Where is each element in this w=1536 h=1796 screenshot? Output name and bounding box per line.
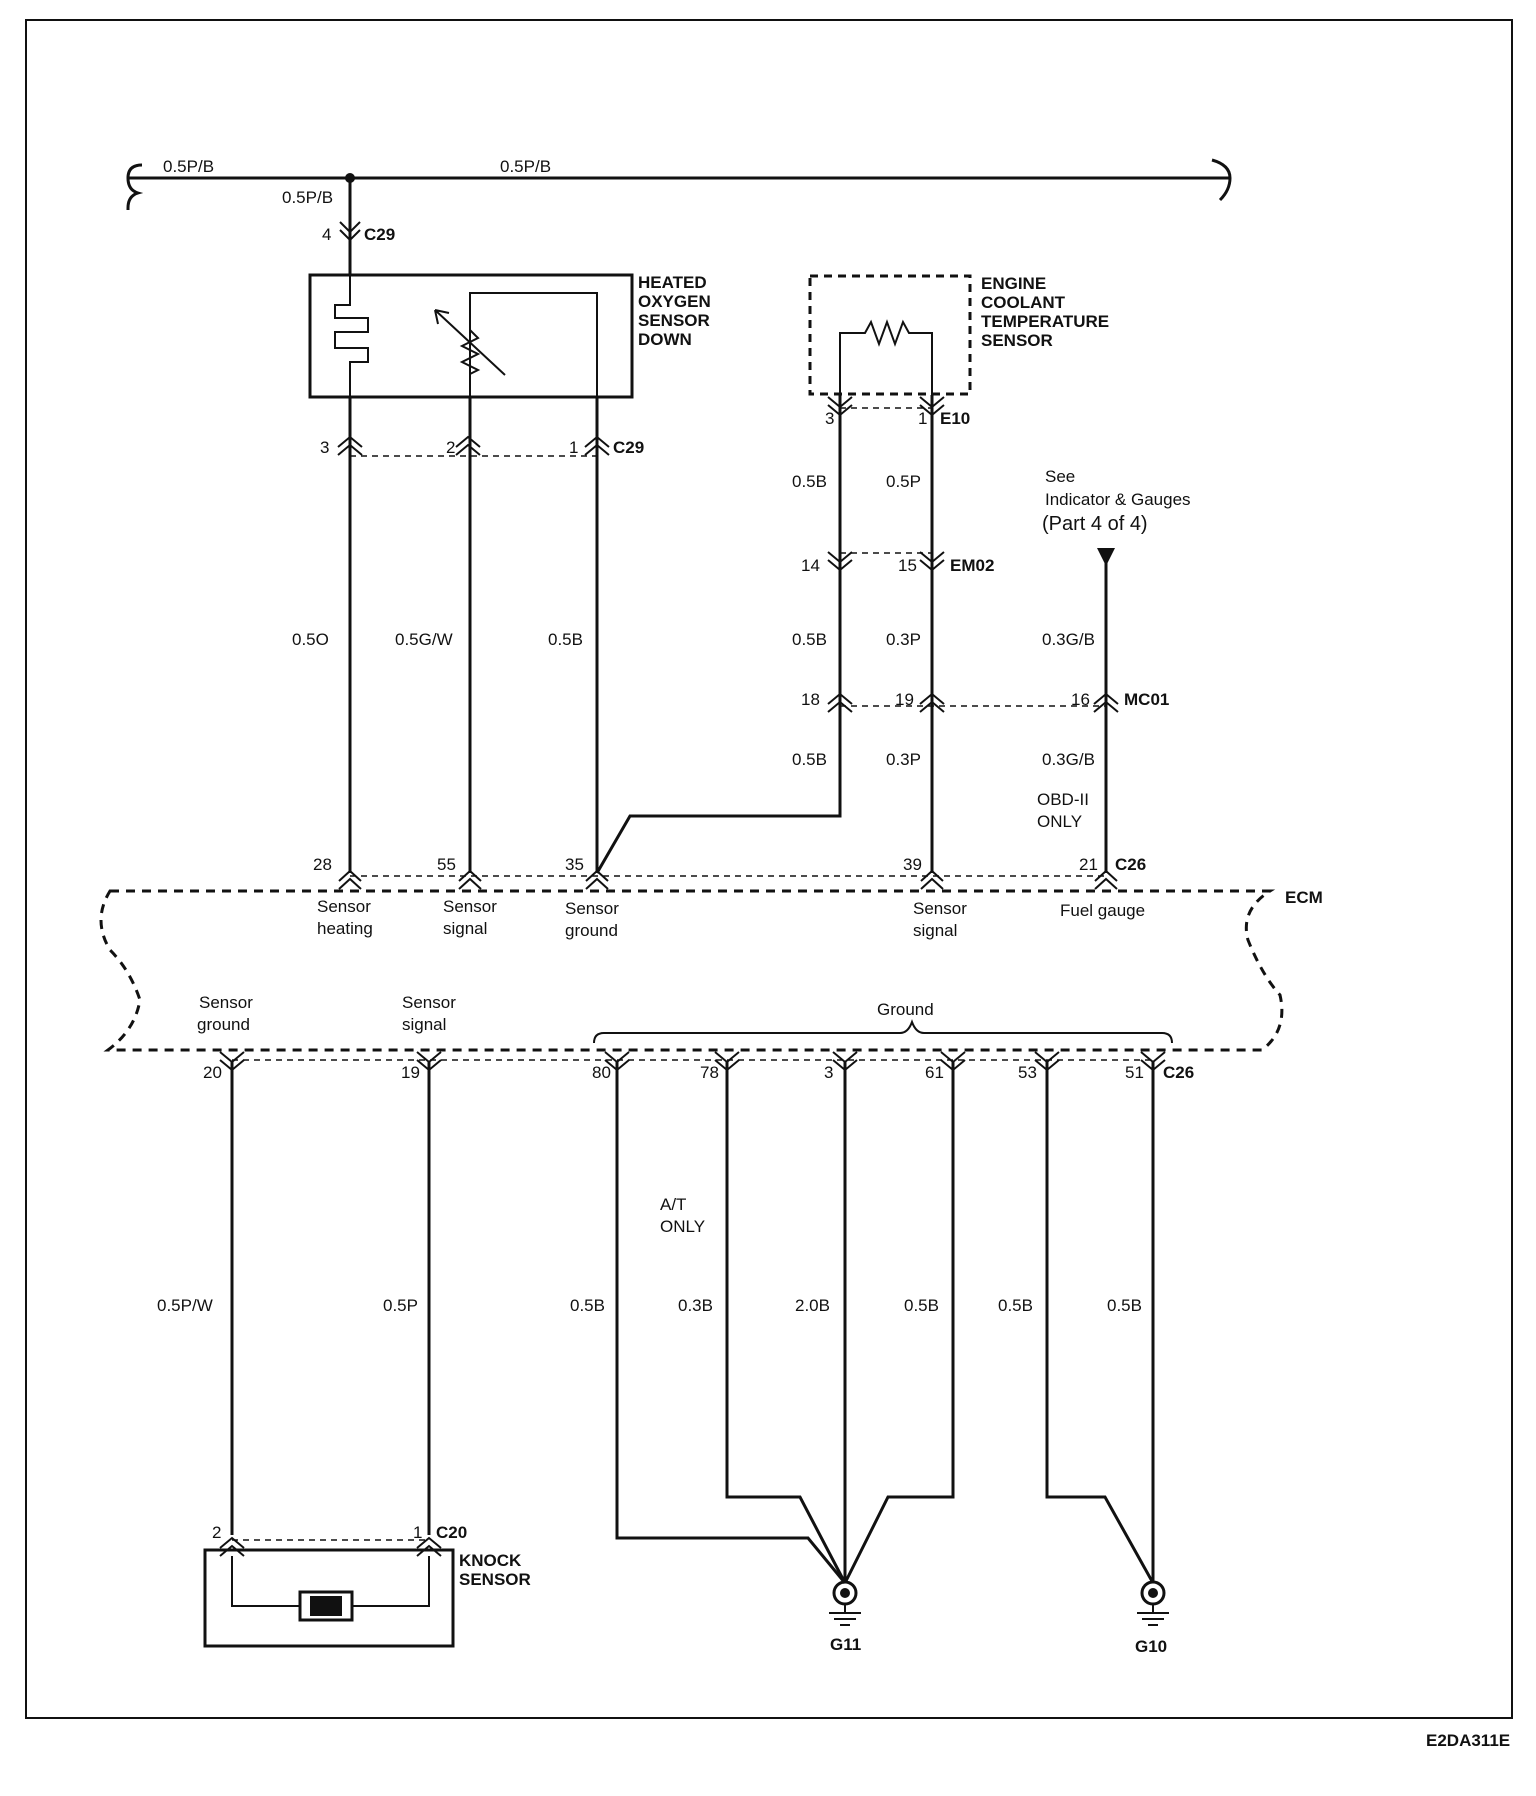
wire-label-ho2s-signal: 0.5G/W (395, 630, 453, 649)
c20-pin-1: 1 (413, 1523, 422, 1542)
wire-label-ect-sig-2: 0.3P (886, 630, 921, 649)
ecm-fn-ground: Ground (877, 1000, 934, 1019)
wire-label-g51: 0.5B (1107, 1296, 1142, 1315)
c26-pin-53: 53 (1018, 1063, 1037, 1082)
wire-label-ho2s-heat: 0.5O (292, 630, 329, 649)
wire-label-ect-sig-3: 0.3P (886, 750, 921, 769)
c29-top-pin: 4 (322, 225, 331, 244)
ground-g11-label: G11 (830, 1635, 861, 1654)
c26-top-name: C26 (1115, 855, 1146, 874)
ground-brace (593, 1019, 1173, 1044)
ect-resistor (839, 319, 933, 395)
figure-id: E2DA311E (1426, 1731, 1510, 1750)
em02-pin-14: 14 (801, 556, 820, 575)
e10-pin-1: 1 (918, 409, 927, 428)
wire-label-fuel-2: 0.3G/B (1042, 750, 1095, 769)
wire-label-fuel-1: 0.3G/B (1042, 630, 1095, 649)
ect-box (808, 274, 972, 396)
wire-ground-61 (843, 1062, 955, 1584)
wire-label-g80: 0.5B (570, 1296, 605, 1315)
wire-ground-53 (1045, 1062, 1155, 1584)
c20-name: C20 (436, 1523, 467, 1542)
em02-pin-15: 15 (898, 556, 917, 575)
wire-ground-78 (725, 1062, 847, 1584)
ref-arrow (1097, 548, 1115, 566)
c26-pin-20: 20 (203, 1063, 222, 1082)
see-ref-part: (Part 4 of 4) (1042, 513, 1148, 535)
c26-pin-28: 28 (313, 855, 332, 874)
c29-pin-1: 1 (569, 438, 578, 457)
c26-pin-55: 55 (437, 855, 456, 874)
wire-label-ect-gnd-1: 0.5B (792, 472, 827, 491)
wire-ground-80 (615, 1062, 847, 1584)
bus-label-right: 0.5P/B (500, 157, 551, 176)
variable-resistor (434, 292, 598, 397)
mc01-pin-19: 19 (895, 690, 914, 709)
wire-label-ect-gnd-3: 0.5B (792, 750, 827, 769)
mc01-pin-18: 18 (801, 690, 820, 709)
c26-pin-80: 80 (592, 1063, 611, 1082)
e10-pin-3: 3 (825, 409, 834, 428)
heater-element (334, 275, 369, 397)
c26-pin-19: 19 (401, 1063, 420, 1082)
ecm-label: ECM (1285, 888, 1323, 907)
wire-label-ect-gnd-2: 0.5B (792, 630, 827, 649)
wire-label-g53: 0.5B (998, 1296, 1033, 1315)
c26-pin-51: 51 (1125, 1063, 1144, 1082)
wire-label-g78: 0.3B (678, 1296, 713, 1315)
c26-pin-21: 21 (1079, 855, 1098, 874)
knock-sensor-box (203, 1548, 455, 1648)
bus-drop-label: 0.5P/B (282, 188, 333, 207)
ground-g11-icon (829, 1580, 861, 1626)
ground-g10-icon (1137, 1580, 1169, 1626)
e10-name: E10 (940, 409, 970, 428)
wire-label-ho2s-ground: 0.5B (548, 630, 583, 649)
wire-label-knock-gnd: 0.5P/W (157, 1296, 213, 1315)
ecm-boundary (99, 889, 1284, 1052)
c26-pin-39: 39 (903, 855, 922, 874)
c26-pin-3: 3 (824, 1063, 833, 1082)
wire-ect-ground (595, 395, 842, 874)
ecm-fn-fuel-gauge: Fuel gauge (1060, 901, 1145, 920)
wire-label-g61: 0.5B (904, 1296, 939, 1315)
c29-top-terminal (339, 221, 361, 242)
c29-top-name: C29 (364, 225, 395, 244)
bus-label-left: 0.5P/B (163, 157, 214, 176)
c20-pin-2: 2 (212, 1523, 221, 1542)
c26-pin-61: 61 (925, 1063, 944, 1082)
diagram-frame (25, 19, 1513, 1719)
c29-pin-2: 2 (446, 438, 455, 457)
c29-bottom-name: C29 (613, 438, 644, 457)
c26-pin-78: 78 (700, 1063, 719, 1082)
piezo-element (298, 1590, 354, 1622)
mc01-pin-16: 16 (1071, 690, 1090, 709)
c26-bottom-name: C26 (1163, 1063, 1194, 1082)
wire-label-g3: 2.0B (795, 1296, 830, 1315)
mc01-name: MC01 (1124, 690, 1169, 709)
wire-label-ect-sig-1: 0.5P (886, 472, 921, 491)
c26-pin-35: 35 (565, 855, 584, 874)
ground-g10-label: G10 (1135, 1637, 1167, 1656)
em02-name: EM02 (950, 556, 994, 575)
wire-label-knock-sig: 0.5P (383, 1296, 418, 1315)
c29-pin-3: 3 (320, 438, 329, 457)
